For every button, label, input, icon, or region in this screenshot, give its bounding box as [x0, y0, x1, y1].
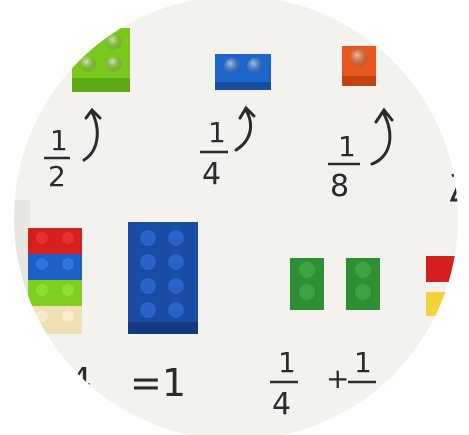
quarter-numerator: 1	[208, 116, 226, 149]
bottom-quarter-numerator: 1	[278, 346, 296, 379]
plus-sign: +	[326, 362, 349, 395]
quarter-denominator: 4	[202, 157, 221, 192]
bottom-quarter-denominator: 4	[272, 387, 291, 422]
green-brick-1	[290, 258, 324, 310]
partial-fraction-four: 4	[70, 361, 92, 401]
lime-brick-half	[72, 28, 130, 92]
blue-brick-whole	[128, 222, 198, 334]
equals-one: =1	[130, 361, 186, 405]
board-shadow-left	[10, 200, 30, 340]
half-denominator: 2	[48, 160, 66, 193]
partial-numerator: 1	[354, 346, 372, 379]
stacked-bricks	[28, 228, 82, 334]
blue-brick-quarter	[215, 54, 271, 90]
eighth-numerator: 1	[338, 130, 356, 163]
green-brick-2	[346, 258, 380, 310]
orange-brick-eighth	[342, 46, 376, 86]
eighth-denominator: 8	[330, 169, 349, 204]
half-numerator: 1	[50, 124, 68, 157]
